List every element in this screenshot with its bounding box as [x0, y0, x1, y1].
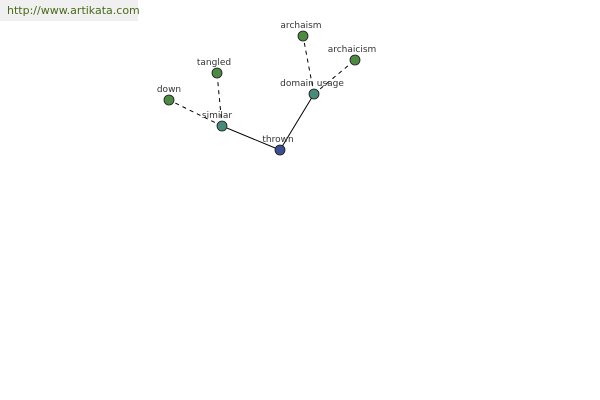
edge-thrown-domain_usage: [279, 93, 315, 151]
node-down[interactable]: [163, 94, 175, 106]
source-bar: http://www.artikata.com: [0, 0, 140, 21]
node-archaism[interactable]: [297, 30, 309, 42]
graph-edges: [168, 35, 356, 151]
node-tangled[interactable]: [211, 67, 223, 79]
node-thrown[interactable]: [274, 144, 286, 156]
edge-similar-down: [168, 99, 223, 127]
graph-labels: thrown similar domain usage down tangled arch…: [157, 21, 376, 145]
edge-thrown-similar: [221, 125, 281, 151]
node-label-domain-usage[interactable]: domain usage: [280, 79, 344, 89]
edge-similar-tangled: [216, 72, 223, 127]
node-archaicism[interactable]: [349, 54, 361, 66]
node-label-similar[interactable]: similar: [202, 111, 232, 121]
node-label-down[interactable]: down: [157, 85, 181, 95]
node-similar[interactable]: [216, 120, 228, 132]
source-link[interactable]: http://www.artikata.com: [7, 4, 140, 17]
edge-domain_usage-archaicism: [313, 59, 356, 95]
node-label-archaism[interactable]: archaism: [280, 21, 321, 31]
node-label-archaicism[interactable]: archaicism: [328, 45, 377, 55]
node-label-thrown[interactable]: thrown: [262, 135, 293, 145]
node-label-tangled[interactable]: tangled: [197, 58, 231, 68]
graph-nodes: [163, 30, 361, 156]
node-domain-usage[interactable]: [308, 88, 320, 100]
edge-domain_usage-archaism: [302, 35, 315, 95]
